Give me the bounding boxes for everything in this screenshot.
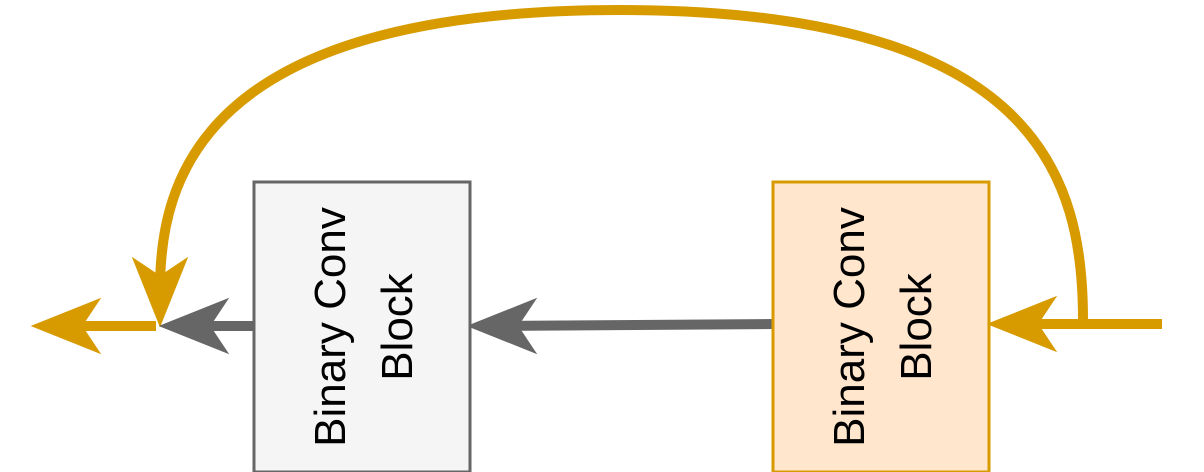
skip-connection-arc: [155, 4, 1088, 321]
binary-conv-block-right: Binary Conv Block: [771, 180, 991, 472]
block-right-label-line1: Binary Conv: [825, 207, 874, 447]
main-path-arrowhead: [466, 297, 538, 355]
block-left-label-line2: Block: [373, 272, 422, 381]
skip-arc-arrowhead: [131, 256, 189, 328]
binary-conv-block-left: Binary Conv Block: [252, 180, 472, 472]
main-path-line: [489, 319, 774, 331]
left-output-arrowhead: [158, 297, 230, 355]
block-right-label-line2: Block: [892, 272, 941, 381]
input-arrowhead: [986, 295, 1058, 353]
block-left-label-line1: Binary Conv: [306, 207, 355, 447]
final-output-arrowhead: [30, 297, 102, 355]
